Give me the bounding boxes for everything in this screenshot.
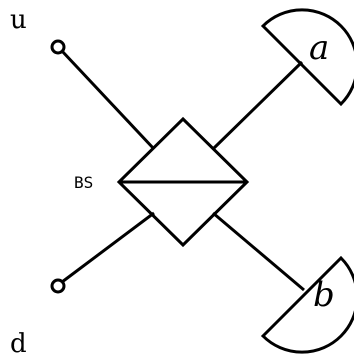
detector-b-label: b	[313, 275, 335, 315]
detector-a	[260, 8, 354, 107]
output-b-beam	[212, 211, 305, 292]
detector-a-label: a	[309, 28, 329, 68]
input-d-label: d	[10, 329, 27, 359]
input-d-port	[50, 278, 66, 294]
input-u-beam	[60, 49, 156, 151]
input-d-beam	[61, 211, 155, 284]
beam-splitter-label: BS	[74, 173, 93, 192]
input-u-label: u	[10, 5, 27, 35]
output-a-beam	[211, 60, 304, 151]
input-u-port	[50, 39, 66, 55]
detector-b	[260, 255, 354, 354]
beam-splitter-diamond	[116, 116, 250, 248]
